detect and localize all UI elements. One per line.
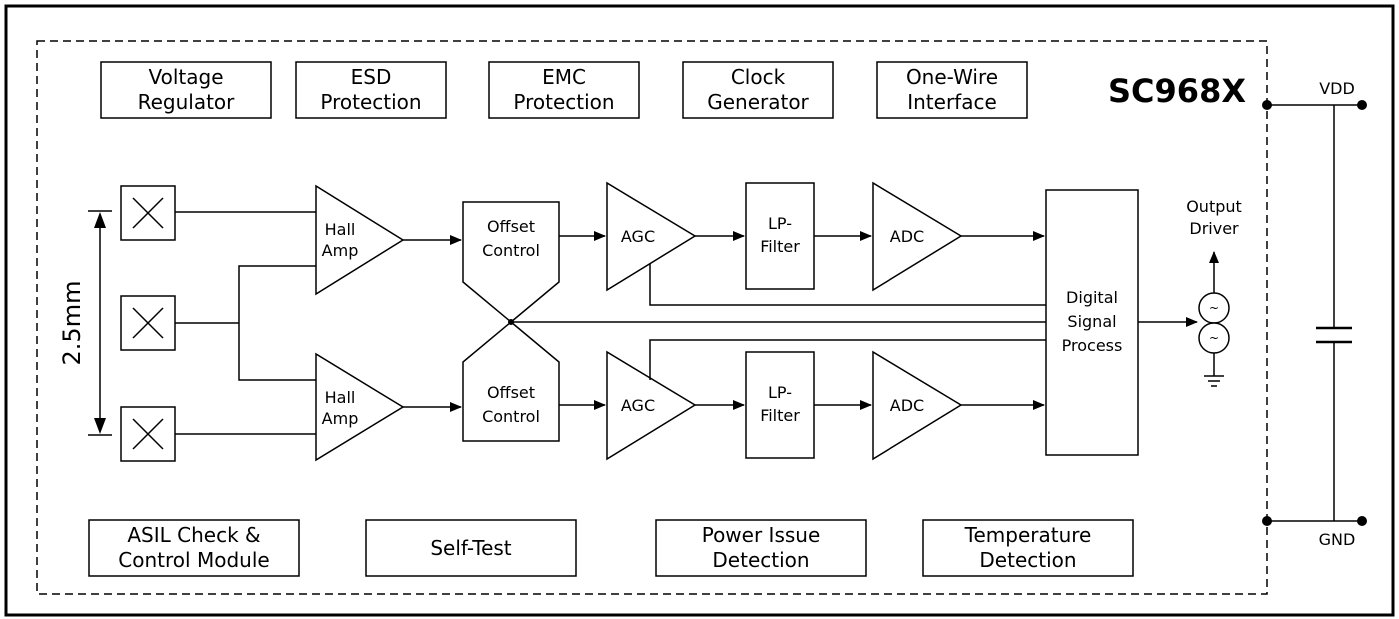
vdd-label: VDD bbox=[1319, 79, 1355, 98]
gnd-label: GND bbox=[1319, 530, 1356, 549]
agc-bottom: AGC bbox=[606, 350, 697, 461]
lp-filter-line2: Filter bbox=[760, 237, 800, 256]
hall-amp-bottom: Hall Amp bbox=[315, 352, 405, 462]
top-block-line2: Protection bbox=[513, 90, 614, 114]
adc-bottom: ADC bbox=[872, 350, 963, 461]
hall-amp-line2: Amp bbox=[322, 241, 359, 260]
svg-text:~: ~ bbox=[1209, 301, 1219, 315]
bottom-block-asil-check: ASIL Check & Control Module bbox=[88, 519, 300, 577]
offset-control-top: Offset Control bbox=[462, 201, 560, 323]
hall-amp-top: Hall Amp bbox=[315, 184, 405, 296]
top-block-one-wire-interface: One-Wire Interface bbox=[876, 61, 1028, 119]
offset-control-line1: Offset bbox=[487, 217, 535, 236]
spacing-dimension: 2.5mm bbox=[58, 210, 112, 436]
hall-amp-line2: Amp bbox=[322, 409, 359, 428]
adc-top: ADC bbox=[872, 181, 963, 292]
sensor-wiring bbox=[175, 211, 316, 435]
lp-filter-line1: LP- bbox=[768, 383, 792, 402]
agc-label: AGC bbox=[621, 396, 655, 415]
chip-boundary bbox=[36, 40, 1268, 595]
top-block-line1: Clock bbox=[731, 65, 786, 89]
hall-sensor-middle bbox=[120, 295, 176, 351]
agc-top: AGC bbox=[606, 181, 697, 292]
bottom-block-line1: Self-Test bbox=[430, 536, 511, 560]
offset-control-line1: Offset bbox=[487, 383, 535, 402]
top-block-line2: Generator bbox=[707, 90, 809, 114]
bottom-block-line2: Detection bbox=[979, 548, 1076, 572]
bottom-block-line2: Control Module bbox=[118, 548, 269, 572]
agc-label: AGC bbox=[621, 227, 655, 246]
lp-filter-line1: LP- bbox=[768, 214, 792, 233]
dsp-line1: Digital bbox=[1066, 288, 1118, 307]
adc-label: ADC bbox=[890, 396, 924, 415]
digital-signal-process: Digital Signal Process bbox=[1045, 189, 1139, 456]
svg-text:~: ~ bbox=[1209, 331, 1219, 345]
hall-amp-line1: Hall bbox=[325, 388, 356, 407]
vdd-pin-inner bbox=[1262, 100, 1272, 110]
bottom-block-line1: Power Issue bbox=[702, 523, 821, 547]
adc-label: ADC bbox=[890, 227, 924, 246]
lp-filter-bottom: LP- Filter bbox=[745, 351, 815, 459]
lp-filter-top: LP- Filter bbox=[745, 182, 815, 290]
top-block-line2: Protection bbox=[320, 90, 421, 114]
outer-border bbox=[4, 4, 1395, 617]
spacing-label: 2.5mm bbox=[58, 281, 86, 366]
output-driver-line1: Output bbox=[1186, 197, 1242, 216]
vdd-pin-outer bbox=[1357, 100, 1367, 110]
lp-filter-line2: Filter bbox=[760, 406, 800, 425]
power-pins: VDD GND bbox=[1262, 79, 1367, 549]
hall-amp-line1: Hall bbox=[325, 220, 356, 239]
bottom-block-line1: Temperature bbox=[964, 523, 1092, 547]
bottom-block-temperature-detection: Temperature Detection bbox=[922, 519, 1134, 577]
agc-top-feedback bbox=[649, 264, 1046, 306]
top-block-line1: EMC bbox=[542, 65, 586, 89]
agc-bottom-feedback bbox=[649, 339, 1046, 380]
hall-sensor-top bbox=[120, 185, 176, 241]
dsp-line3: Process bbox=[1062, 336, 1123, 355]
bottom-block-self-test: Self-Test bbox=[365, 519, 577, 577]
bottom-block-line2: Detection bbox=[712, 548, 809, 572]
top-block-line1: Voltage bbox=[148, 65, 223, 89]
top-block-line1: ESD bbox=[351, 65, 392, 89]
dsp-line2: Signal bbox=[1067, 312, 1116, 331]
offset-control-line2: Control bbox=[482, 407, 540, 426]
gnd-pin-inner bbox=[1262, 516, 1272, 526]
top-block-line2: Interface bbox=[907, 90, 997, 114]
bottom-block-line1: ASIL Check & bbox=[127, 523, 260, 547]
top-block-voltage-regulator: Voltage Regulator bbox=[100, 61, 272, 119]
offset-control-bottom: Offset Control bbox=[462, 321, 560, 442]
output-driver-line2: Driver bbox=[1189, 219, 1239, 238]
gnd-pin-outer bbox=[1357, 516, 1367, 526]
bottom-block-power-issue-detection: Power Issue Detection bbox=[655, 519, 867, 577]
chip-name: SC968X bbox=[1108, 72, 1246, 110]
top-block-emc-protection: EMC Protection bbox=[488, 61, 640, 119]
hall-sensor-bottom bbox=[120, 406, 176, 462]
top-block-esd-protection: ESD Protection bbox=[295, 61, 447, 119]
top-block-line1: One-Wire bbox=[906, 65, 998, 89]
top-block-line2: Regulator bbox=[138, 90, 236, 114]
offset-control-line2: Control bbox=[482, 241, 540, 260]
output-driver: Output Driver ~ ~ bbox=[1186, 197, 1242, 387]
top-block-clock-generator: Clock Generator bbox=[682, 61, 834, 119]
